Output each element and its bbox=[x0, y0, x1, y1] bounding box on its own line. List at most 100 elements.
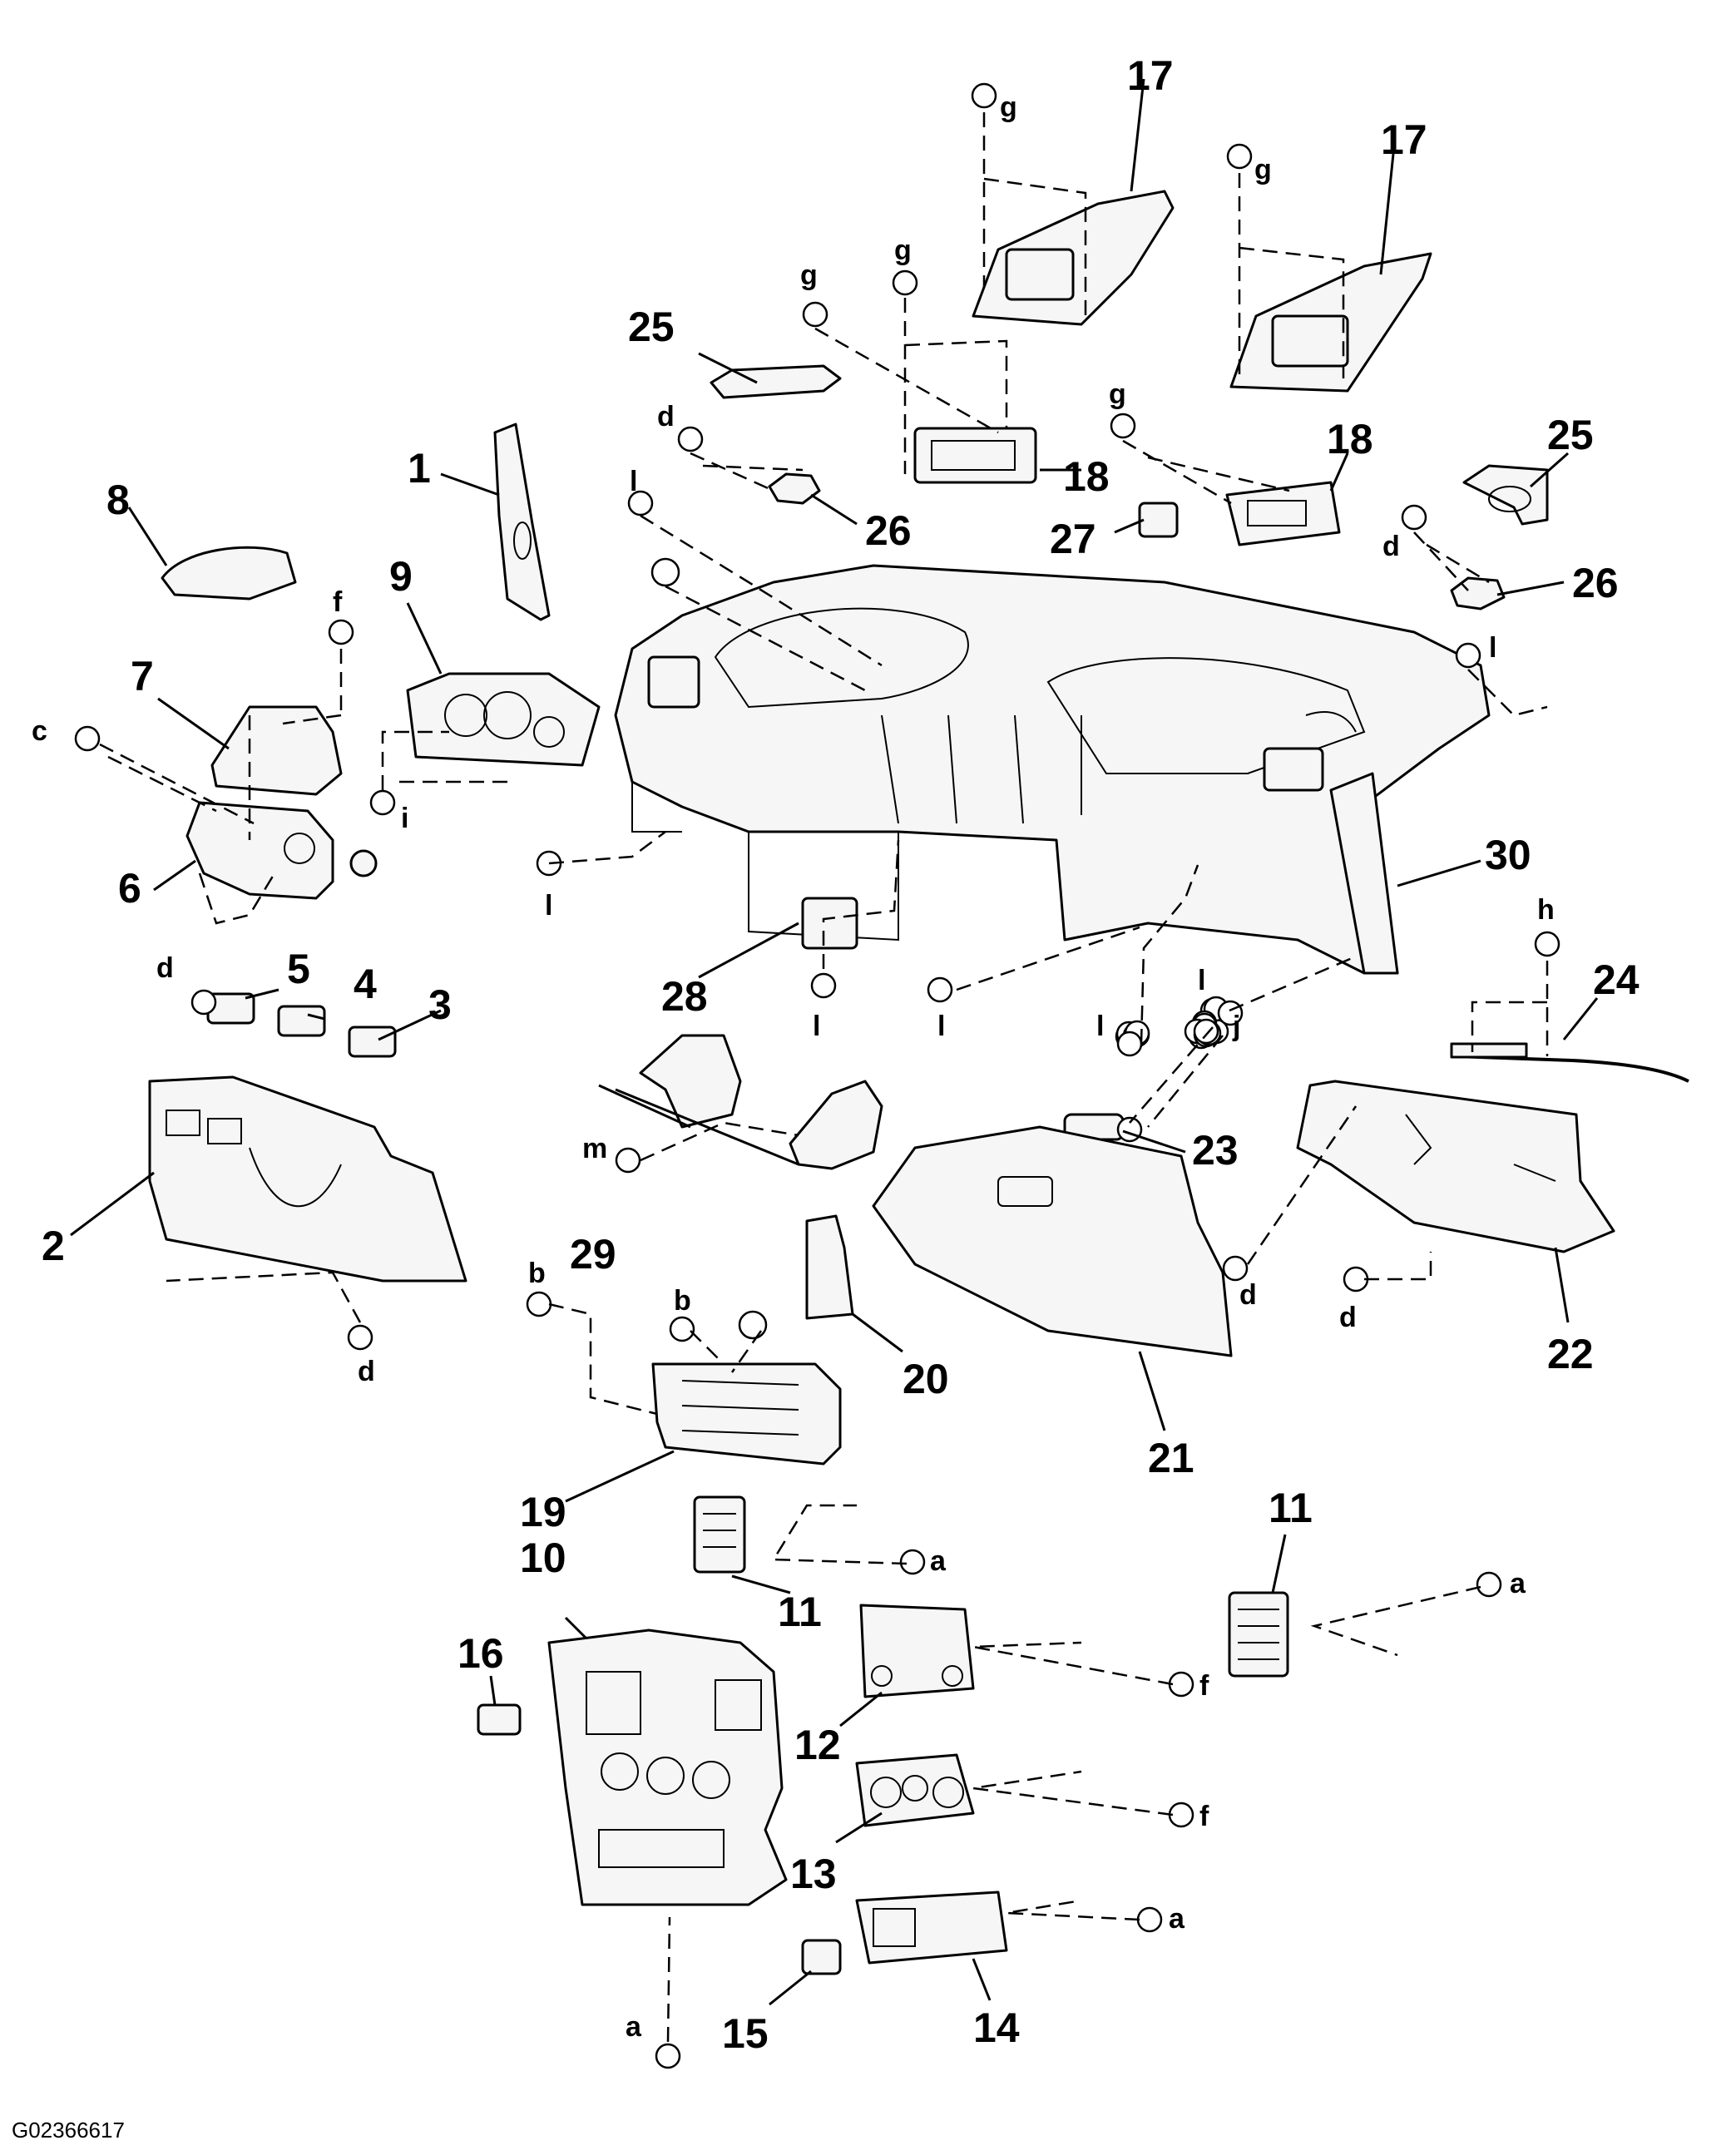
fastener-label-f: f bbox=[1199, 1801, 1209, 1832]
callout-26-right: 26 bbox=[1572, 560, 1619, 606]
assembly-lines bbox=[99, 112, 1549, 2043]
fastener-label-g: g bbox=[1254, 154, 1272, 185]
part-speaker-26-left bbox=[768, 472, 821, 505]
part-bracket-29-left bbox=[639, 1034, 742, 1129]
callout-20: 20 bbox=[903, 1356, 949, 1402]
part-meter-hood-left bbox=[972, 190, 1175, 326]
part-display-unit-right bbox=[1225, 481, 1341, 546]
fastener-label-l: l bbox=[937, 1011, 945, 1042]
callout-27: 27 bbox=[1050, 516, 1096, 562]
callout-18-left: 18 bbox=[1063, 453, 1110, 500]
fastener-label-d: d bbox=[657, 401, 675, 432]
fastener-label-l: l bbox=[1198, 965, 1205, 996]
part-switch-28 bbox=[801, 897, 858, 950]
callout-17-left: 17 bbox=[1127, 52, 1174, 99]
part-vent-11-right bbox=[1228, 1591, 1289, 1678]
callout-25-left: 25 bbox=[628, 304, 675, 350]
callout-26-left: 26 bbox=[865, 507, 912, 554]
part-bracket-25-right bbox=[1462, 464, 1549, 526]
part-sensor-27 bbox=[1138, 502, 1179, 538]
part-clip-16 bbox=[477, 1703, 522, 1736]
callout-5: 5 bbox=[287, 946, 310, 992]
callout-3: 3 bbox=[428, 981, 452, 1028]
part-pad-20 bbox=[805, 1214, 854, 1320]
callout-29: 29 bbox=[570, 1231, 616, 1278]
fastener-label-d: d bbox=[1382, 531, 1400, 562]
part-column-cover-lower-6 bbox=[185, 801, 334, 900]
fastener-label-m: m bbox=[582, 1133, 607, 1164]
fastener-label-l: l bbox=[545, 890, 552, 922]
callout-1: 1 bbox=[408, 445, 431, 492]
callout-8: 8 bbox=[106, 477, 130, 523]
part-panel-14 bbox=[855, 1891, 1008, 1965]
part-center-bezel-10 bbox=[547, 1629, 788, 1906]
part-switch-15 bbox=[801, 1939, 842, 1975]
callout-11-center: 11 bbox=[778, 1589, 822, 1635]
part-combination-meter-9 bbox=[406, 672, 601, 767]
leader-lines bbox=[70, 78, 1599, 2006]
callout-17-right: 17 bbox=[1381, 116, 1427, 163]
callout-4: 4 bbox=[354, 961, 377, 1007]
callout-7: 7 bbox=[131, 653, 154, 699]
fastener-label-g: g bbox=[894, 235, 912, 266]
part-audio-unit-12 bbox=[859, 1604, 975, 1698]
part-switch-3 bbox=[348, 1026, 397, 1058]
fastener-label-g: g bbox=[1109, 378, 1126, 410]
fastener-label-c: c bbox=[32, 715, 47, 747]
fastener-label-d: d bbox=[156, 952, 174, 984]
part-speaker-26-right bbox=[1450, 576, 1506, 610]
part-column-cover-upper-8 bbox=[161, 546, 297, 601]
callout-12: 12 bbox=[794, 1722, 841, 1768]
fastener-label-a: a bbox=[1510, 1568, 1526, 1599]
callout-16: 16 bbox=[457, 1630, 504, 1677]
fastener-label-l: l bbox=[813, 1011, 820, 1042]
part-climate-control-13 bbox=[855, 1753, 975, 1827]
callout-18-right: 18 bbox=[1327, 416, 1373, 462]
part-switch-4 bbox=[277, 1005, 326, 1037]
fastener-label-b: b bbox=[528, 1258, 546, 1289]
fastener-labels: g g g g g d d d d d d l l l l l l l f f … bbox=[32, 91, 1555, 2043]
fastener-label-i: i bbox=[401, 803, 408, 834]
part-column-cover-7 bbox=[210, 705, 343, 796]
part-vent-11-center bbox=[693, 1495, 746, 1574]
callout-11-right: 11 bbox=[1269, 1485, 1313, 1531]
callout-28: 28 bbox=[661, 973, 708, 1020]
callout-30: 30 bbox=[1485, 832, 1531, 878]
part-meter-hood-right bbox=[1229, 252, 1432, 393]
callout-22: 22 bbox=[1547, 1331, 1594, 1377]
callout-9: 9 bbox=[389, 553, 413, 600]
callout-23: 23 bbox=[1192, 1127, 1239, 1174]
fastener-label-b: b bbox=[674, 1285, 691, 1317]
fastener-label-g: g bbox=[800, 259, 818, 291]
callout-2: 2 bbox=[42, 1223, 65, 1269]
fastener-label-a: a bbox=[1169, 1903, 1185, 1935]
part-bracket-19 bbox=[651, 1362, 842, 1465]
part-cable-24 bbox=[1450, 1042, 1689, 1083]
callout-24: 24 bbox=[1593, 956, 1640, 1003]
part-lower-panel-2 bbox=[148, 1075, 467, 1283]
fastener-label-a: a bbox=[626, 2011, 642, 2043]
part-glove-box-door-21 bbox=[872, 1125, 1233, 1357]
fastener-label-l: l bbox=[1096, 1011, 1104, 1042]
fastener-label-j: j bbox=[1232, 1011, 1240, 1042]
fastener-label-d: d bbox=[1339, 1302, 1357, 1333]
callout-25-right: 25 bbox=[1547, 412, 1594, 458]
callout-10: 10 bbox=[520, 1535, 566, 1581]
callout-21: 21 bbox=[1148, 1435, 1194, 1481]
part-bracket-29-right bbox=[789, 1080, 883, 1170]
callout-6: 6 bbox=[118, 865, 141, 912]
part-instrument-panel bbox=[614, 564, 1491, 975]
fastener-label-f: f bbox=[1199, 1670, 1209, 1702]
callout-labels: 1 2 3 4 5 6 7 8 9 10 11 11 12 13 14 15 1… bbox=[42, 52, 1640, 2057]
fastener-label-d: d bbox=[1239, 1279, 1257, 1311]
fastener-label-f: f bbox=[333, 586, 343, 618]
callout-19: 19 bbox=[520, 1489, 566, 1535]
part-ring bbox=[349, 849, 378, 877]
fastener-label-a: a bbox=[930, 1545, 947, 1577]
part-display-unit-left bbox=[913, 427, 1037, 484]
part-glove-box-22 bbox=[1296, 1080, 1615, 1253]
fastener-label-d: d bbox=[358, 1356, 375, 1387]
callout-15: 15 bbox=[722, 2010, 769, 2057]
fastener-label-l: l bbox=[630, 466, 637, 497]
